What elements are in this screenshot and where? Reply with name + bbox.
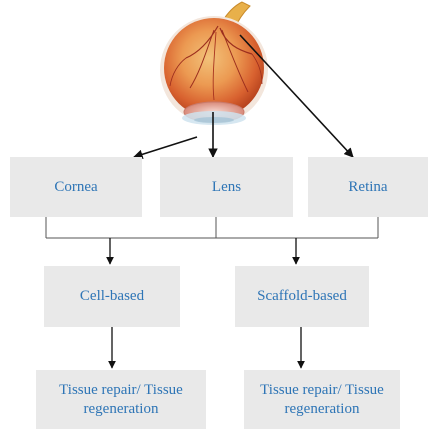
node-tissue-repair-left-label: Tissue repair/ Tissue regeneration (42, 381, 200, 419)
node-tissue-repair-right-label: Tissue repair/ Tissue regeneration (250, 381, 394, 419)
arrow-eye-to-cornea (134, 137, 197, 157)
node-cell-based: Cell-based (44, 266, 180, 327)
node-lens-label: Lens (212, 178, 241, 197)
node-cell-based-label: Cell-based (80, 287, 144, 306)
node-cornea-label: Cornea (54, 178, 97, 197)
node-lens: Lens (160, 157, 293, 217)
node-tissue-repair-left: Tissue repair/ Tissue regeneration (36, 370, 206, 429)
node-retina: Retina (308, 157, 428, 217)
node-scaffold-based: Scaffold-based (235, 266, 369, 327)
node-retina-label: Retina (348, 178, 387, 197)
node-cornea: Cornea (10, 157, 142, 217)
bracket-connector (46, 217, 378, 238)
node-tissue-repair-right: Tissue repair/ Tissue regeneration (244, 370, 400, 429)
node-scaffold-based-label: Scaffold-based (257, 287, 347, 306)
eyeball-icon (160, 2, 268, 125)
